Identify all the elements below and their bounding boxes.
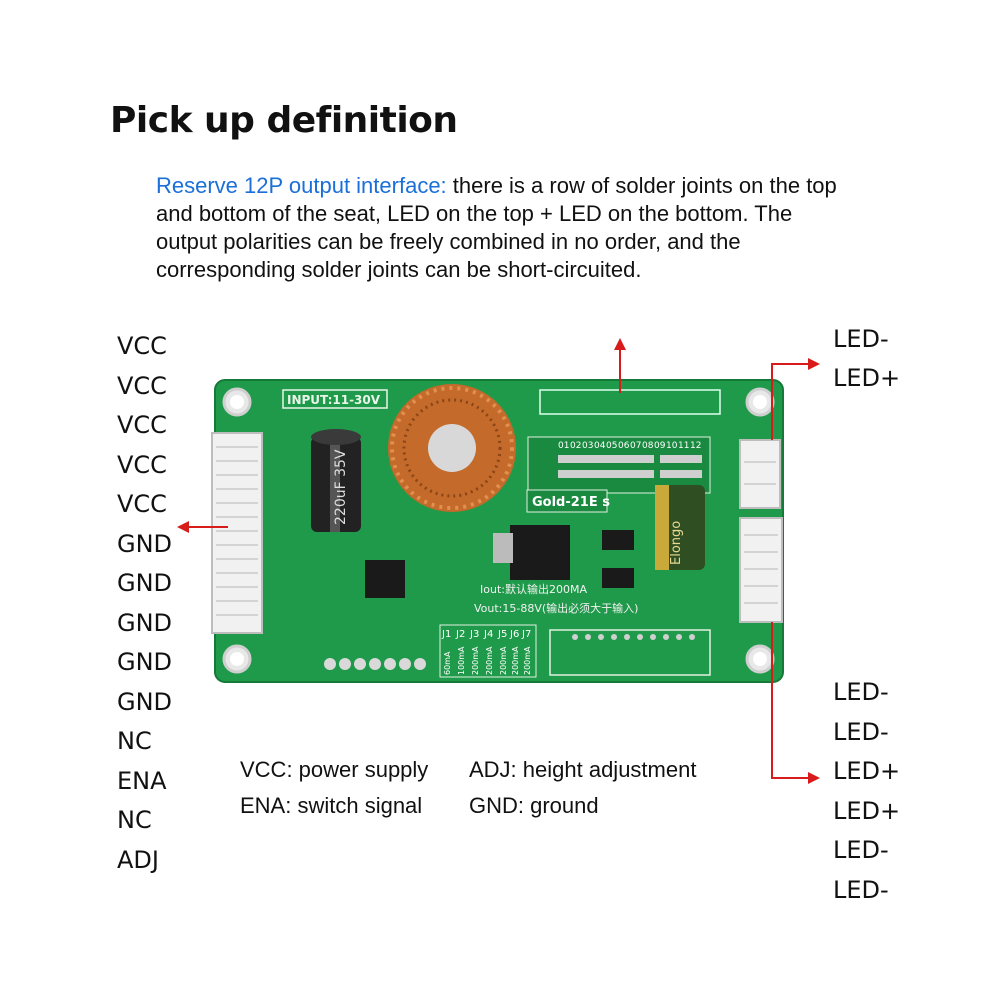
arrow-right-top: [771, 363, 810, 440]
legend-ena: ENA: switch signal: [240, 793, 423, 818]
output-connector-bottom: [739, 517, 783, 623]
solder-pads: [324, 658, 426, 670]
mosfet: [510, 525, 570, 580]
iout-label: Iout:默认输出200MA: [480, 582, 587, 596]
diode: [602, 530, 634, 550]
bottom-solder-joints: [572, 634, 695, 640]
pin-label: VCC: [117, 371, 167, 400]
capacitor-brand: Elongo: [669, 521, 684, 565]
pin-label: VCC: [117, 450, 167, 479]
slot-label: 01: [558, 441, 569, 451]
model-label: Gold-21E s: [532, 495, 610, 510]
input-connector: [211, 432, 263, 634]
current-label: 200mA: [499, 646, 508, 675]
right-bottom-pin-labels: LED- LED- LED+ LED+ LED- LED-: [833, 678, 900, 915]
mounting-holes: [222, 387, 775, 674]
pin-label: LED-: [833, 717, 889, 746]
pin-label: NC: [117, 727, 152, 755]
jumper-label: J6: [509, 629, 519, 640]
slot-label: 10: [666, 441, 678, 451]
jumper-label: J5: [497, 629, 507, 640]
pin-label: NC: [117, 806, 152, 834]
jumper-label: J4: [483, 629, 493, 640]
pin-label: VCC: [117, 332, 167, 360]
description-highlight: Reserve 12P output interface:: [156, 173, 447, 198]
current-label: 200mA: [471, 646, 480, 675]
pin-label: LED+: [833, 364, 901, 392]
current-label: 200mA: [523, 646, 532, 675]
jumper-label: J2: [455, 629, 465, 640]
slot-label: 08: [642, 441, 654, 451]
slot-label: 09: [654, 441, 666, 451]
output-connector-top: [739, 439, 781, 509]
slot-grid: 01 02 03 04 05 06 07 08 09 10 11 12: [558, 441, 701, 451]
pin-label: ENA: [117, 766, 167, 795]
arrow-heads: [177, 338, 820, 784]
current-label: 100mA: [457, 646, 466, 675]
arrow-right-bottom: [771, 622, 810, 779]
slot-pads: [558, 455, 702, 478]
description-body: there is a row of solder joints on the t…: [156, 173, 837, 282]
slot-label: 05: [606, 441, 617, 451]
pin-label: VCC: [117, 411, 167, 439]
slot-label: 04: [594, 441, 606, 451]
pin-label: LED-: [833, 875, 889, 904]
slot-label: 06: [618, 441, 630, 451]
pin-label: LED-: [833, 325, 889, 353]
jumper-label: J1: [441, 629, 451, 640]
jumper-label: J7: [521, 629, 531, 640]
left-pin-labels: VCC VCC VCC VCC VCC GND GND GND GND GND …: [117, 332, 172, 885]
pin-label: GND: [117, 529, 173, 558]
page-title: Pick up definition: [110, 100, 458, 141]
ic-chip: [365, 560, 405, 598]
pin-label: ADJ: [117, 845, 159, 874]
diode: [602, 568, 634, 588]
right-top-pin-labels: LED- LED+: [833, 325, 900, 403]
pin-label: GND: [117, 608, 173, 637]
slot-label: 11: [678, 441, 689, 451]
pin-label: LED+: [833, 796, 901, 825]
slot-label: 07: [630, 441, 641, 451]
legend-gnd: GND: ground: [469, 793, 599, 818]
pin-label: GND: [117, 648, 173, 676]
input-capacitor: 220uF 35V: [311, 429, 361, 532]
output-capacitor: Elongo: [655, 485, 705, 570]
vout-label: Vout:15-88V(输出必须大于输入): [474, 601, 638, 615]
description: Reserve 12P output interface: there is a…: [156, 172, 856, 284]
callout-arrows: [185, 348, 810, 779]
current-label: 60mA: [443, 651, 452, 675]
capacitor-label: 220uF 35V: [333, 449, 349, 525]
current-label: 200mA: [485, 646, 494, 675]
pin-label: LED-: [833, 678, 889, 706]
pin-label: GND: [117, 687, 173, 716]
slot-label: 03: [582, 441, 593, 451]
pin-label: LED+: [833, 757, 901, 785]
slot-label: 02: [570, 441, 581, 451]
legend-vcc: VCC: power supply: [240, 757, 429, 782]
pin-label: GND: [117, 569, 173, 597]
current-label: 200mA: [511, 646, 520, 675]
mosfet-tab: [493, 533, 513, 563]
legend-adj: ADJ: height adjustment: [469, 757, 697, 782]
jumper-table: J1 J2 J3 J4 J5 J6 J7 60mA 100mA 200mA 20…: [439, 624, 537, 678]
pin-label: LED-: [833, 836, 889, 864]
toroid-inductor: [388, 384, 516, 512]
pin-label: VCC: [117, 490, 167, 518]
slot-label: 12: [690, 441, 701, 451]
jumper-label: J3: [469, 629, 479, 640]
input-voltage-label: INPUT:11-30V: [287, 393, 381, 407]
